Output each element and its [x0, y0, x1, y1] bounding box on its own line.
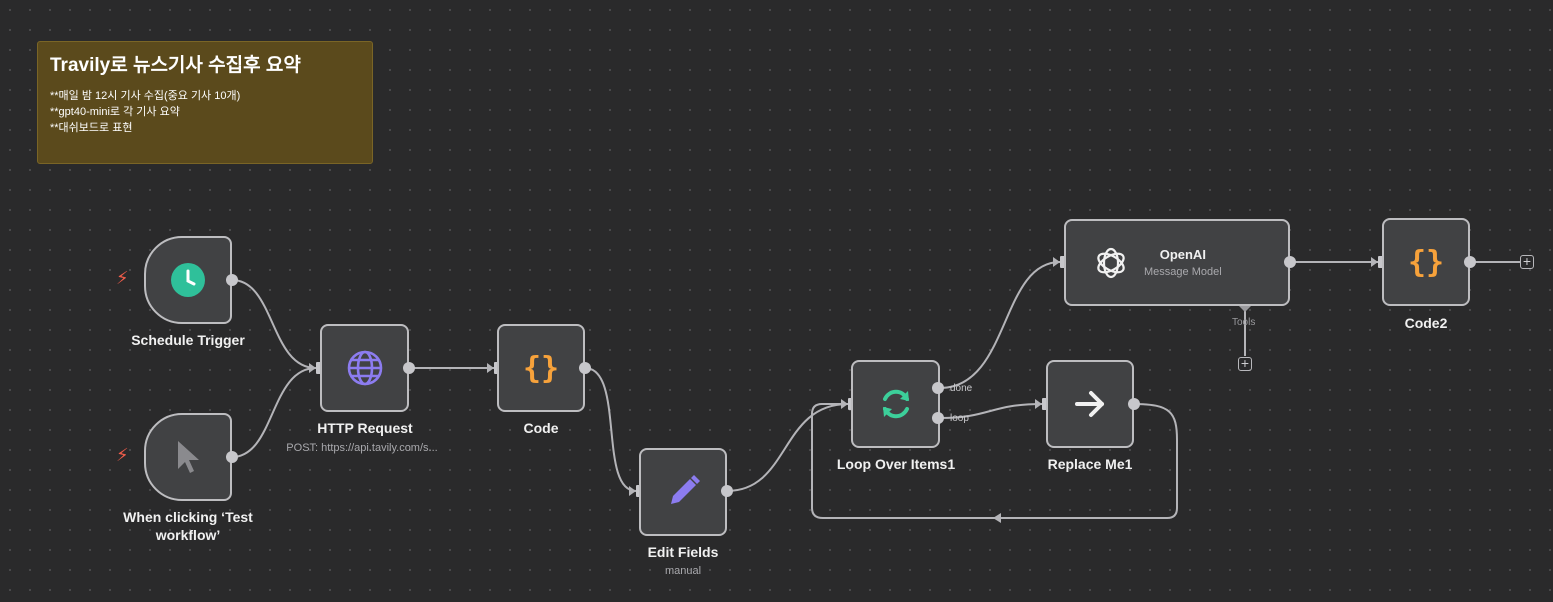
- arrow-code: [487, 363, 494, 373]
- code-output-port[interactable]: [579, 362, 591, 374]
- replace-output-port[interactable]: [1128, 398, 1140, 410]
- loop-input-port[interactable]: [848, 398, 853, 410]
- edit-fields-label: Edit Fields: [647, 544, 719, 560]
- openai-text: OpenAI Message Model: [1144, 247, 1222, 278]
- code2-output-port[interactable]: [1464, 256, 1476, 268]
- trigger-bolt-icon: ⚡: [116, 268, 129, 288]
- node-openai[interactable]: OpenAI Message Model: [1064, 219, 1290, 306]
- openai-tools-label: Tools: [1232, 317, 1256, 328]
- node-schedule-trigger[interactable]: [144, 236, 232, 324]
- manual-trigger-label-line1: When clicking ‘Test: [123, 509, 253, 525]
- loop-done-label: done: [950, 383, 973, 394]
- node-code2[interactable]: {}: [1382, 218, 1470, 306]
- http-input-port[interactable]: [316, 362, 321, 374]
- manual-trigger-label: When clicking ‘Test workflow’: [88, 508, 288, 544]
- sticky-line-2: **gpt40-mini로 각 기사 요약: [50, 106, 180, 118]
- http-output-port[interactable]: [403, 362, 415, 374]
- braces-icon: {}: [1407, 244, 1445, 280]
- edit-fields-subtitle: manual: [664, 565, 702, 577]
- node-loop-over-items[interactable]: [851, 360, 940, 448]
- schedule-trigger-label: Schedule Trigger: [131, 332, 245, 348]
- loop-over-items-label: Loop Over Items1: [836, 456, 956, 472]
- wire-loop-replace: [939, 403, 1043, 419]
- code2-label: Code2: [1404, 315, 1448, 331]
- code2-input-port[interactable]: [1378, 256, 1383, 268]
- refresh-icon: [882, 389, 909, 419]
- replace-input-port[interactable]: [1042, 398, 1047, 410]
- arrow-loopback: [993, 513, 1001, 523]
- loop-loop-port[interactable]: [932, 412, 944, 424]
- openai-output-port[interactable]: [1284, 256, 1296, 268]
- edit-input-port[interactable]: [636, 485, 641, 497]
- schedule-output-port[interactable]: [226, 274, 238, 286]
- replace-me-label: Replace Me1: [1047, 456, 1133, 472]
- sticky-note[interactable]: Travily로 뉴스기사 수집후 요약 **매일 밤 12시 기사 수집(중요…: [37, 41, 373, 164]
- wire-done-openai: [939, 261, 1061, 389]
- arrow-code2: [1371, 257, 1378, 267]
- code-label: Code: [523, 420, 559, 436]
- clock-icon: [171, 263, 205, 297]
- cursor-icon: [178, 441, 199, 473]
- wire-code-edit: [584, 367, 637, 492]
- braces-icon: {}: [522, 350, 560, 386]
- edit-output-port[interactable]: [721, 485, 733, 497]
- sticky-title: Travily로 뉴스기사 수집후 요약: [50, 55, 301, 76]
- loop-loop-label: loop: [950, 413, 969, 424]
- arrow-loop: [841, 399, 848, 409]
- arrow-replace: [1035, 399, 1042, 409]
- arrow-openai: [1053, 257, 1060, 267]
- sticky-line-1: **매일 밤 12시 기사 수집(중요 기사 10개): [50, 90, 241, 102]
- node-edit-fields[interactable]: [639, 448, 727, 536]
- sticky-line-3: **대쉬보드로 표현: [50, 122, 133, 134]
- add-next-node-button[interactable]: +: [1520, 254, 1534, 269]
- wire-edit-loop: [726, 403, 849, 492]
- openai-subtitle: Message Model: [1144, 266, 1222, 278]
- manual-output-port[interactable]: [226, 451, 238, 463]
- openai-title: OpenAI: [1159, 247, 1206, 262]
- node-code[interactable]: {}: [497, 324, 585, 412]
- http-request-subtitle: POST: https://api.tavily.com/s...: [286, 442, 438, 454]
- openai-input-port[interactable]: [1060, 256, 1065, 268]
- manual-trigger-label-line2: workflow’: [155, 527, 221, 543]
- tools-add-button[interactable]: +: [1238, 356, 1252, 371]
- loop-done-port[interactable]: [932, 382, 944, 394]
- node-replace-me[interactable]: [1046, 360, 1134, 448]
- node-manual-trigger[interactable]: [144, 413, 232, 501]
- openai-icon: [1097, 247, 1125, 278]
- arrow-http: [309, 363, 316, 373]
- globe-icon: [347, 350, 382, 386]
- arrow-edit: [629, 486, 636, 496]
- arrow-right-icon: [1075, 391, 1104, 417]
- http-request-label: HTTP Request: [317, 420, 413, 436]
- trigger-bolt-icon: ⚡: [116, 445, 129, 465]
- code-input-port[interactable]: [494, 362, 499, 374]
- wire-manual-http: [231, 367, 317, 458]
- wire-schedule-http: [231, 279, 317, 369]
- pencil-icon: [671, 475, 700, 504]
- node-http-request[interactable]: [320, 324, 409, 412]
